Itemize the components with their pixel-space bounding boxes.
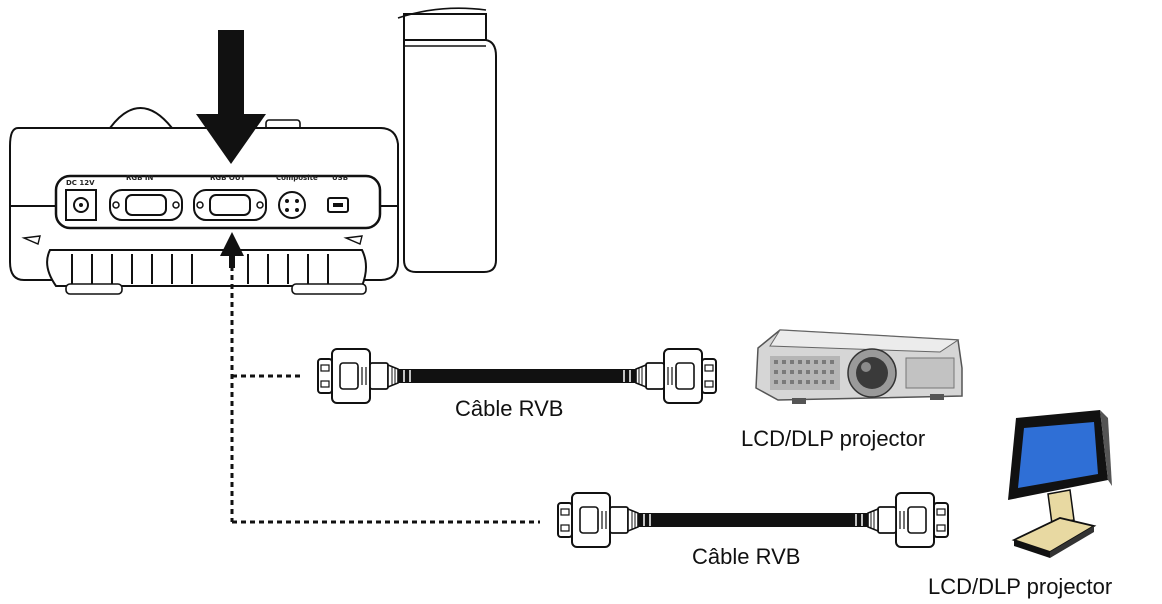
- cable-label-2: Câble RVB: [692, 544, 801, 569]
- monitor: [1008, 410, 1112, 558]
- rgb-cable-2: [557, 492, 949, 548]
- svg-text:RGB IN: RGB IN: [126, 174, 154, 182]
- signal-path: [230, 266, 540, 524]
- cable-label-1: Câble RVB: [455, 396, 564, 421]
- arrow-up-icon: [220, 232, 244, 268]
- rgb-cable-1: [317, 348, 717, 404]
- projector: [755, 329, 963, 404]
- projector-label: LCD/DLP projector: [741, 426, 926, 451]
- arrow-down-icon: [196, 30, 266, 164]
- svg-text:USB: USB: [332, 174, 348, 182]
- svg-text:Composite: Composite: [276, 174, 318, 182]
- svg-text:RGB OUT: RGB OUT: [210, 174, 246, 182]
- svg-text:DC 12V: DC 12V: [66, 179, 95, 187]
- monitor-label: LCD/DLP projector: [928, 574, 1113, 599]
- document-camera: DC 12V RGB IN RGB OUT Composite USB: [9, 7, 497, 295]
